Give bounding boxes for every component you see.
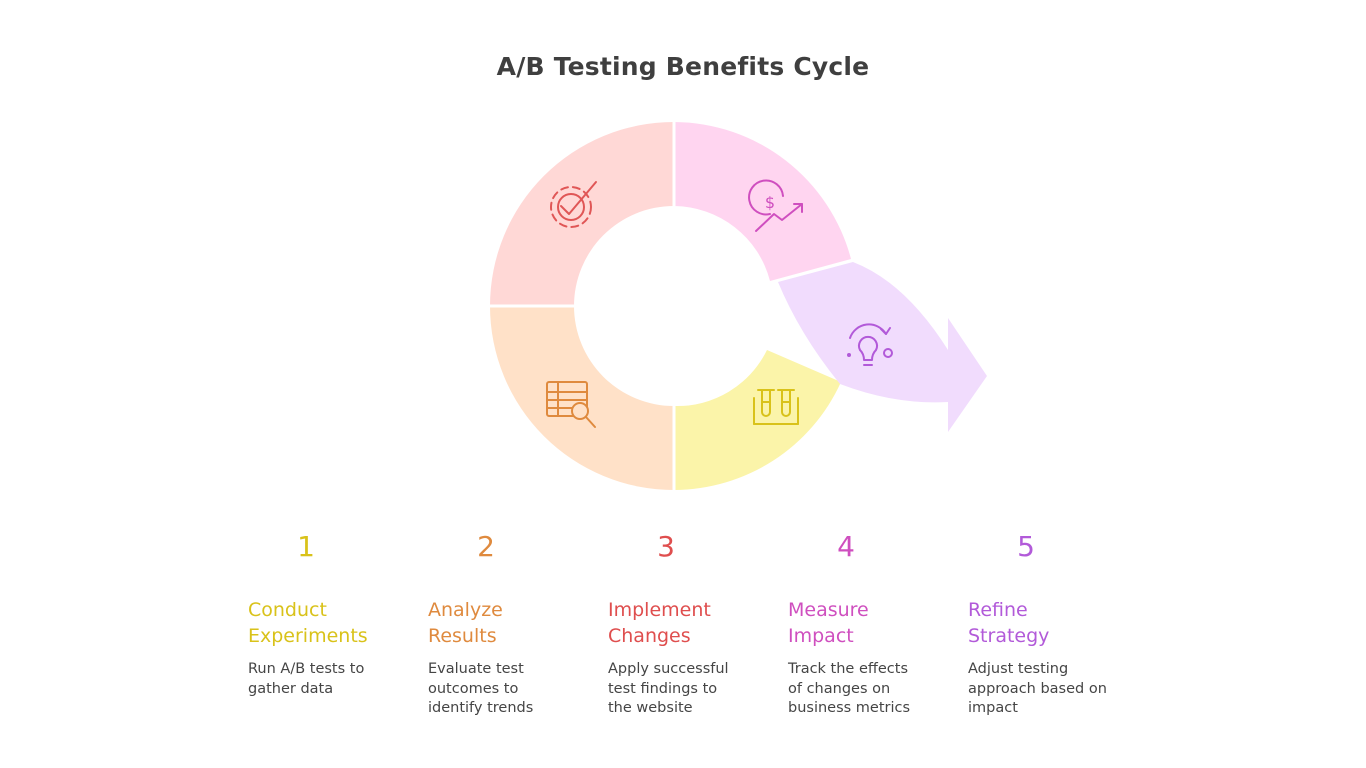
step-description: Apply successful test findings to the we… — [608, 661, 729, 716]
table-search-icon — [546, 381, 596, 428]
svg-text:$: $ — [765, 193, 775, 212]
segment-conduct-experiments — [674, 350, 841, 490]
diagram-title: A/B Testing Benefits Cycle — [496, 52, 870, 81]
test-tubes-icon — [753, 389, 799, 425]
step-2: 2 Analyze Results Evaluate test outcomes… — [428, 530, 593, 719]
segment-refine-strategy-arrow — [778, 262, 987, 432]
step-description: Run A/B tests to gather data — [248, 661, 365, 697]
step-4: 4 Measure Impact Track the effects of ch… — [788, 530, 953, 719]
step-description: Adjust testing approach based on impact — [968, 661, 1107, 716]
step-heading: Measure Impact — [788, 599, 869, 647]
step-heading: Refine Strategy — [968, 599, 1050, 647]
step-number: 3 — [657, 530, 675, 563]
dollar-growth-icon: $ — [748, 179, 803, 232]
step-number: 1 — [297, 530, 315, 563]
step-heading: Analyze Results — [428, 599, 503, 647]
step-heading: Implement Changes — [608, 599, 711, 647]
gear-check-icon — [550, 181, 597, 228]
step-description: Evaluate test outcomes to identify trend… — [428, 661, 534, 716]
step-number: 4 — [837, 530, 855, 563]
segment-analyze-results — [490, 306, 674, 490]
segment-measure-impact — [674, 122, 851, 281]
step-5: 5 Refine Strategy Adjust testing approac… — [968, 530, 1133, 719]
step-1: 1 Conduct Experiments Run A/B tests to g… — [248, 530, 413, 699]
step-3: 3 Implement Changes Apply successful tes… — [608, 530, 773, 719]
lightbulb-refresh-icon — [847, 323, 893, 366]
step-description: Track the effects of changes on business… — [788, 661, 911, 716]
segment-separators — [490, 120, 676, 492]
step-number: 2 — [477, 530, 495, 563]
step-heading: Conduct Experiments — [248, 599, 368, 647]
step-number: 5 — [1017, 530, 1035, 563]
